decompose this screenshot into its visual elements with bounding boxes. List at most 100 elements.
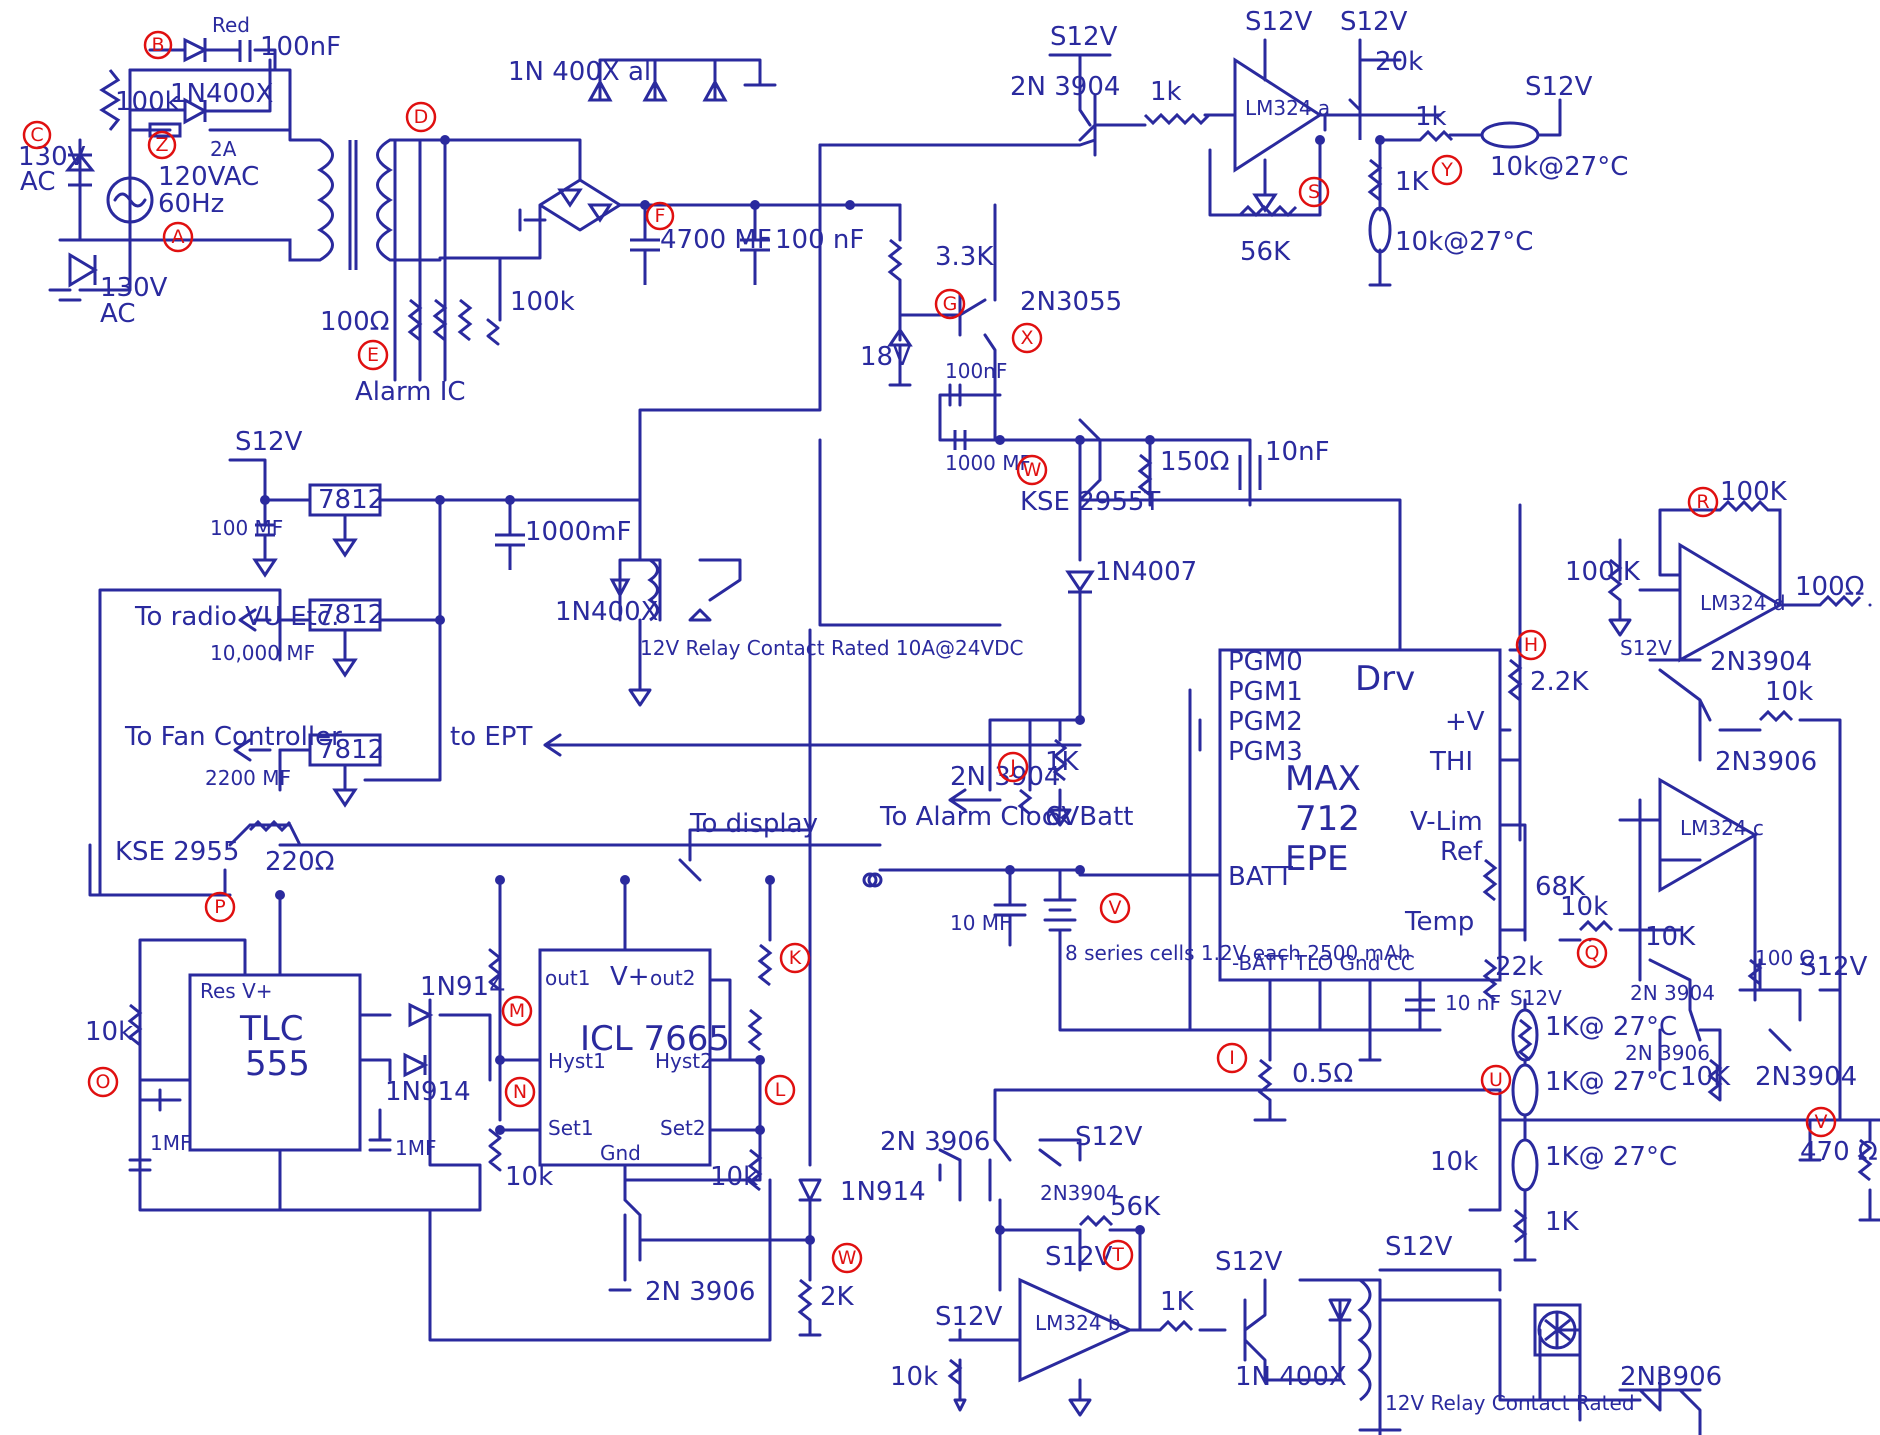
q-2n3906-q-label: 2N 3906 — [1625, 1041, 1710, 1065]
opamp-b-label: LM324 b — [1035, 1311, 1121, 1335]
reg3-label: 7812 — [318, 735, 384, 765]
s12v-t1-label: S12V — [1075, 1122, 1143, 1152]
svg-text:K: K — [789, 947, 802, 969]
relay-diode-label: 1N400X — [555, 597, 658, 627]
s12v-opamp-label: S12V — [1245, 7, 1313, 37]
r-22k-label: 22k — [1495, 952, 1543, 982]
icl-hyst1-label: Hyst1 — [548, 1049, 606, 1073]
r-2k2-label: 2.2K — [1530, 667, 1589, 697]
svg-text:U: U — [1489, 1069, 1503, 1091]
tag-m — [501, 995, 533, 1027]
r-100ohm-c-label: 100 Ω — [1755, 946, 1815, 970]
c-1000mf-reg-label: 1000mF — [525, 517, 631, 547]
pin-vlim-label: V-Lim — [1410, 807, 1483, 837]
relay-b-label: 12V Relay Contact Rated — [1385, 1391, 1635, 1415]
tag-x — [1011, 322, 1043, 354]
svg-text:J: J — [1009, 756, 1016, 778]
svg-text:C: C — [30, 124, 43, 146]
svg-text:A: A — [172, 226, 185, 248]
pin-ref-label: Ref — [1440, 837, 1483, 867]
right-opamp-section: 100K LM324 d LM324 c 100 K 100Ω S12V 2N3… — [1430, 477, 1880, 1262]
to-ept-label: to EPT — [450, 722, 532, 752]
icl-hyst2-label: Hyst2 — [655, 1049, 713, 1073]
max712-name1: MAX — [1285, 759, 1361, 799]
relay-section: 1N400X 12V Relay Contact Rated 10A@24VDC — [555, 438, 1024, 707]
tag-v — [1099, 892, 1131, 924]
s12v-d-label: S12V — [1620, 636, 1672, 660]
tag-w2 — [831, 1242, 863, 1274]
svg-text:V: V — [1109, 897, 1122, 919]
tag-j — [997, 751, 1029, 783]
to-display-label: To display — [689, 809, 818, 839]
q-2n3904-t-label: 2N3904 — [1040, 1181, 1119, 1205]
tag-y — [1431, 154, 1463, 186]
d-1n914-a-label: 1N914 — [420, 972, 506, 1002]
therm-a-label: 10k@27°C — [1490, 152, 1628, 182]
r-100ohm-label: 100Ω — [320, 307, 390, 337]
led-red-icon — [183, 37, 209, 63]
s12v-pot-b-label: S12V — [935, 1302, 1003, 1332]
therm-u1-label: 1K@ 27°C — [1545, 1012, 1677, 1042]
tvs-a-label: 130V — [18, 142, 86, 172]
therm-u3-label: 1K@ 27°C — [1545, 1142, 1677, 1172]
relay-text-label: 12V Relay Contact Rated 10A@24VDC — [640, 636, 1024, 660]
icl-out1-label: out1 — [545, 966, 590, 990]
r-150ohm-label: 150Ω — [1160, 447, 1230, 477]
r-100k-r-label: 100K — [1720, 477, 1788, 507]
fan-driver-section: 2N 3906 2N3904 S12V 56K S12V LM324 b S12… — [880, 1088, 1722, 1435]
tag-q — [1576, 937, 1608, 969]
svg-text:F: F — [655, 205, 666, 227]
max712-ic — [1218, 648, 1502, 982]
reg1-label: 7812 — [318, 485, 384, 515]
c-100mf-label: 100 MF — [210, 516, 283, 540]
d-1n914-c-label: 1N914 — [840, 1177, 926, 1207]
tag-w — [1016, 454, 1048, 486]
to-radio-label: To radio VU Etc. — [134, 602, 339, 632]
therm-u2-label: 1K@ 27°C — [1545, 1067, 1677, 1097]
regulator-section: S12V 7812 7812 7812 100 MF 1000mF To rad… — [98, 427, 1082, 897]
c-1mf-a-label: 1MF — [150, 1131, 191, 1155]
pin-batt-label: BATT — [1228, 862, 1293, 892]
svg-text:P: P — [214, 896, 225, 918]
timer-pins-label: Res V+ — [200, 979, 273, 1003]
zener-18v-label: 18V — [860, 342, 911, 372]
therm-b-label: 10k@27°C — [1395, 227, 1533, 257]
r-220ohm-label: 220Ω — [265, 847, 335, 877]
r-1k-y-label: 1k — [1415, 102, 1447, 132]
s12v-y-label: S12V — [1525, 72, 1593, 102]
r-10k-o-label: 10k — [85, 1017, 133, 1047]
s12v-pot-label: S12V — [1340, 7, 1408, 37]
q-2n3055-label: 2N3055 — [1020, 287, 1122, 317]
svg-text:I: I — [1229, 1047, 1235, 1069]
c-1mf-b-label: 1MF — [395, 1136, 436, 1160]
tag-r — [1687, 486, 1719, 518]
svg-text:W: W — [838, 1247, 857, 1269]
c-100nf-label: 100nF — [260, 32, 341, 62]
pot-100k-label: 100 K — [1565, 557, 1641, 587]
q-2n3906-r-label: 2N3906 — [1715, 747, 1817, 777]
svg-text:T: T — [1111, 1244, 1124, 1266]
q-2n3904-mid-label: 2N 3904 — [950, 762, 1060, 792]
diode-label: 1N400X — [170, 79, 273, 109]
opamp-a-label: LM324 a — [1245, 96, 1330, 120]
svg-text:D: D — [414, 106, 429, 128]
tag-o — [87, 1066, 119, 1098]
r-05ohm-label: 0.5Ω — [1292, 1059, 1353, 1089]
svg-text:S: S — [1308, 181, 1320, 203]
tag-e — [357, 339, 389, 371]
opamp-lm324b — [1018, 1277, 1134, 1383]
c-4700-label: 4700 MF — [660, 225, 772, 255]
c-10nf-cc-label: 10 nF — [1445, 991, 1501, 1015]
r-56k-t-label: 56K — [1110, 1192, 1161, 1222]
tag-b — [143, 30, 173, 60]
to-fan-label: To Fan Controller — [124, 722, 342, 752]
svg-text:E: E — [367, 344, 379, 366]
q-2n3906-t-label: 2N 3906 — [880, 1127, 990, 1157]
tag-z — [147, 130, 177, 160]
tag-n — [504, 1076, 536, 1108]
pin-thi-label: THI — [1429, 747, 1473, 777]
icl-name: ICL 7665 — [580, 1019, 730, 1059]
r-100k-label: 100k — [115, 87, 180, 117]
s12v-relay-label: S12V — [1215, 1247, 1283, 1277]
